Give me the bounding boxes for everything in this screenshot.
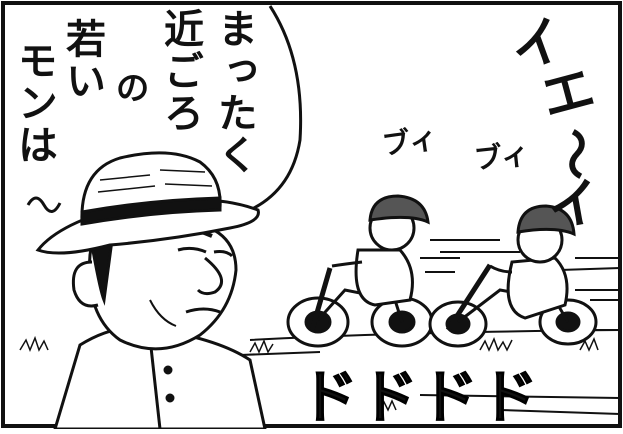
sfx-rumble: ドドドド <box>299 363 541 432</box>
sfx-shout-char-2: エ <box>535 58 601 130</box>
speech-column-1: まったく <box>211 8 257 176</box>
rider-2 <box>428 204 598 348</box>
sfx-engine-2: ブィ <box>472 137 531 176</box>
sfx-shout-char-4: イ <box>543 171 605 241</box>
speech-column-4: 若い <box>59 18 105 102</box>
speech-column-5: モンは <box>11 40 57 166</box>
speed-lines <box>420 257 620 301</box>
speech-column-2: 近ごろ <box>157 8 203 134</box>
old-man-figure <box>35 151 267 429</box>
speech-column-3: の <box>109 70 149 104</box>
speech-balloon-outline <box>249 5 303 212</box>
balloon-tail <box>26 196 62 213</box>
grass-tufts <box>19 335 599 412</box>
rider-1 <box>286 194 434 348</box>
sfx-engine-1: ブィ <box>380 121 440 162</box>
